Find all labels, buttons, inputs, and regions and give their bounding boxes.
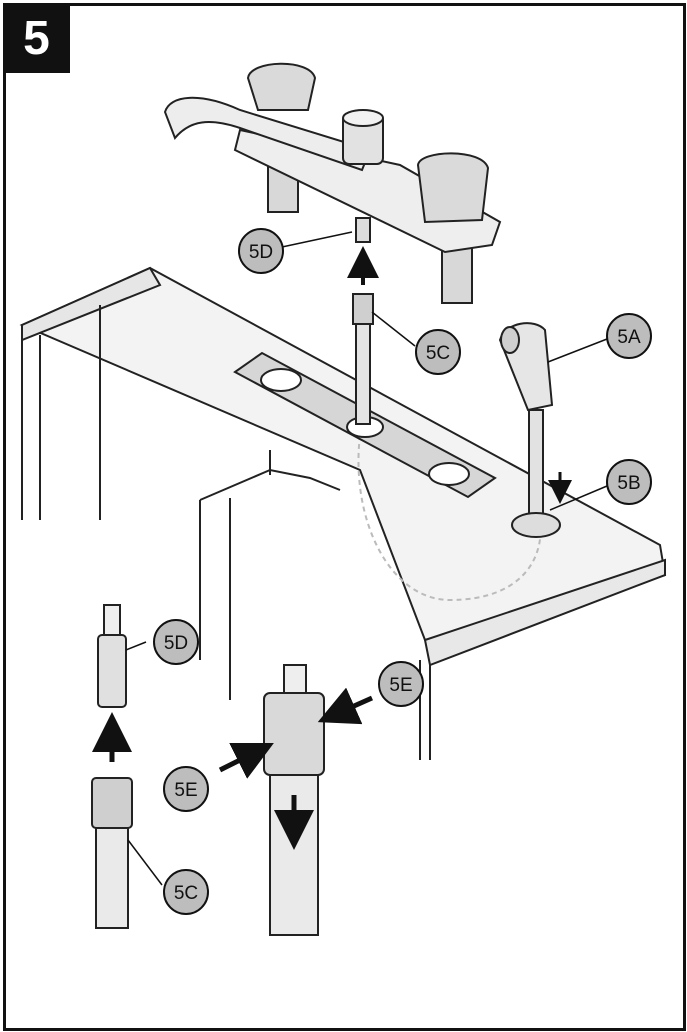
callout-5b: 5B [606,459,652,505]
quick-connect-fitting-top [355,217,371,243]
callout-5d-detail: 5D [153,619,199,665]
svg-text:5E: 5E [174,780,197,801]
callout-5a: 5A [606,313,652,359]
faucet [163,62,502,304]
svg-text:5E: 5E [389,675,412,696]
svg-text:5B: 5B [617,473,640,494]
callout-5e-right: 5E [378,661,424,707]
svg-text:5D: 5D [249,242,273,263]
detail-left-fitting [91,604,133,929]
callout-5e-left: 5E [163,766,209,812]
step-number-badge: 5 [3,3,70,73]
svg-text:5C: 5C [174,883,198,904]
side-spray [498,322,561,538]
arrow-left-icon [317,687,374,725]
callout-5c-detail: 5C [163,869,209,915]
hose-5c-top [352,293,374,425]
callout-5d-top: 5D [238,228,284,274]
svg-text:5C: 5C [426,343,450,364]
arrow-right-icon [218,743,274,779]
spray-hose-hidden [357,434,542,602]
countertop [19,266,667,667]
svg-text:5D: 5D [164,633,188,654]
callout-5c-top: 5C [415,329,461,375]
svg-text:5A: 5A [617,327,641,348]
callout-leaders [125,231,608,886]
